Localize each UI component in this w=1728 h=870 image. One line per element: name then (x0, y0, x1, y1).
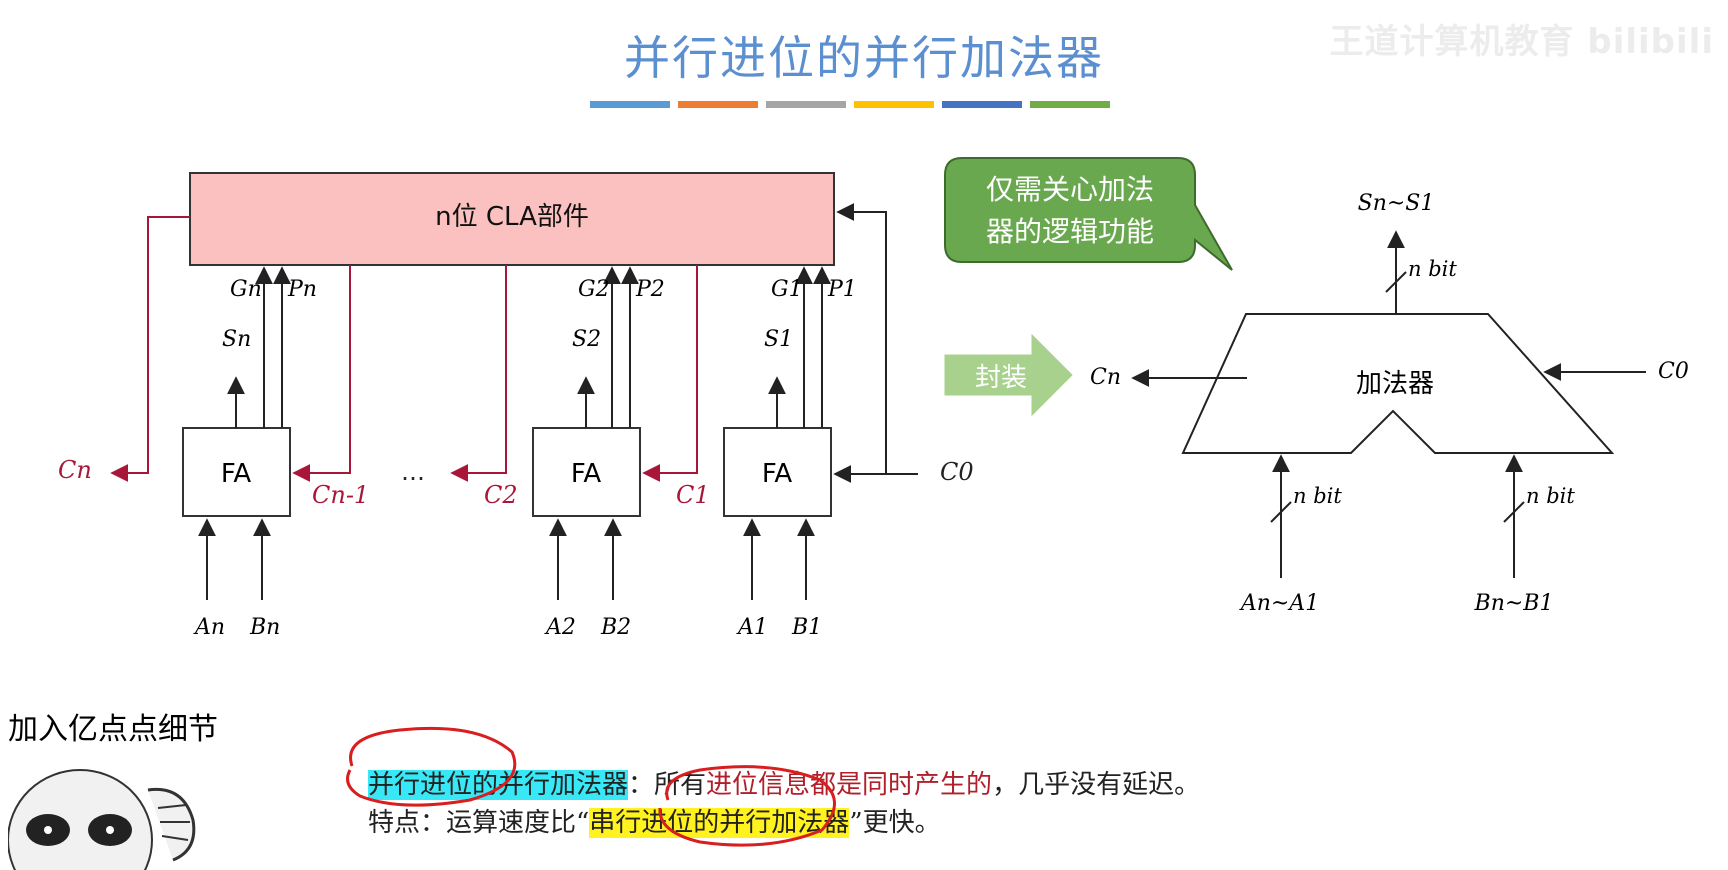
fa-label: FA (571, 459, 602, 489)
label-p2: P2 (635, 277, 665, 302)
carry-line-c2 (450, 265, 507, 482)
cla-unit-label: n位 CLA部件 (435, 202, 589, 232)
label-adder-output: Sn~S1 (1358, 191, 1435, 216)
color-bar-segment (678, 101, 758, 108)
summary-line-1: 并行进位的并行加法器：所有进位信息都是同时产生的，几乎没有延迟。 (368, 766, 1200, 804)
label-g2: G2 (578, 277, 610, 302)
carry-label-cn: Cn (58, 456, 92, 484)
label-an: An (193, 615, 225, 640)
bus-label-output: n bit (1408, 257, 1457, 281)
ellipsis: … (401, 458, 425, 486)
color-bar-segment (942, 101, 1022, 108)
text-segment: ：所有 (628, 770, 707, 800)
text-segment: 特点：运算速度比“ (368, 808, 590, 838)
color-bar-segment (766, 101, 846, 108)
adder-shape (1181, 313, 1615, 454)
label-a2: A2 (544, 615, 576, 640)
bus-tick-input-a (1270, 501, 1292, 523)
meme-caption: 加入亿点点细节 (8, 712, 218, 747)
carry-label-c0: C0 (940, 458, 974, 486)
panda-meme-image (8, 769, 196, 870)
text-segment: ”更快。 (849, 808, 941, 838)
fa-label: FA (221, 459, 252, 489)
color-bar-segment (854, 101, 934, 108)
label-adder-cout: Cn (1090, 365, 1121, 390)
label-bn: Bn (249, 615, 280, 640)
text-segment: ，几乎没有延迟。 (992, 770, 1201, 800)
carry-label-cn1: Cn-1 (312, 481, 369, 509)
color-bar (590, 101, 1110, 108)
carry-line-cn (110, 216, 190, 482)
cla-unit-box (189, 172, 835, 266)
label-adder-input-a: An~A1 (1239, 591, 1319, 616)
summary-text: 并行进位的并行加法器：所有进位信息都是同时产生的，几乎没有延迟。 特点：运算速度… (368, 766, 1200, 842)
callout-line1: 仅需关心加法 (986, 173, 1154, 206)
summary-line-2: 特点：运算速度比“串行进位的并行加法器”更快。 (368, 804, 1200, 842)
adder-label: 加法器 (1356, 369, 1434, 399)
callout-bubble (944, 157, 1233, 271)
carry-line-c1 (642, 265, 698, 482)
label-gn: Gn (230, 277, 262, 302)
carry-label-c1: C1 (676, 481, 710, 509)
label-a1: A1 (736, 615, 768, 640)
highlight-parallel-carry: 并行进位的并行加法器 (368, 770, 629, 800)
text-red-2: 同时产生的 (862, 770, 993, 800)
arrow-c0-cla (836, 203, 887, 474)
label-sn: Sn (222, 327, 251, 352)
package-label: 封装 (975, 363, 1027, 393)
label-adder-input-b: Bn~B1 (1474, 591, 1554, 616)
carry-line-cn1 (292, 265, 351, 482)
label-pn: Pn (287, 277, 317, 302)
label-b1: B1 (791, 615, 822, 640)
label-s2: S2 (572, 327, 601, 352)
callout-line2: 器的逻辑功能 (986, 215, 1154, 248)
label-g1: G1 (771, 277, 803, 302)
text-red-1: 进位信息都是 (706, 770, 863, 800)
page-title: 并行进位的并行加法器 (624, 31, 1104, 85)
carry-label-c2: C2 (484, 481, 518, 509)
label-p1: P1 (827, 277, 857, 302)
watermark: 王道计算机教育 bilibili (1329, 22, 1714, 62)
label-b2: B2 (600, 615, 631, 640)
bus-label-input-b: n bit (1526, 484, 1575, 508)
label-adder-cin: C0 (1658, 359, 1689, 384)
bus-tick-input-b (1503, 501, 1525, 523)
color-bar-segment (1030, 101, 1110, 108)
highlight-serial-carry: 串行进位的并行加法器 (589, 808, 850, 838)
package-arrow (944, 333, 1073, 417)
color-bar-segment (590, 101, 670, 108)
bus-tick-output (1385, 271, 1407, 293)
fa-box-n (182, 427, 291, 517)
label-s1: S1 (764, 327, 793, 352)
fa-label: FA (762, 459, 793, 489)
bus-label-input-a: n bit (1293, 484, 1342, 508)
fa-box-2 (532, 427, 641, 517)
